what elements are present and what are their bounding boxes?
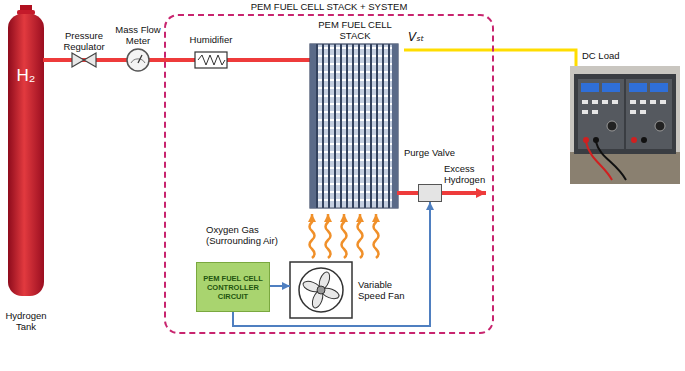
control-signal <box>270 285 290 287</box>
variable-speed-fan: Variable Speed Fan <box>290 262 408 318</box>
flow-meter-symbol <box>114 49 162 71</box>
humidifier: Humidifier <box>184 34 238 70</box>
fuel-cell-stack-text: PEM FUEL CELL STACK <box>306 19 404 41</box>
label-box: Excess Hydrogen <box>444 163 490 185</box>
hydrogen-tank: H₂ Hydrogen Tank <box>3 6 49 332</box>
fuel-cell-stack: PEM FUEL CELL STACK <box>306 16 404 210</box>
fan-symbol <box>290 262 352 318</box>
valve-symbol <box>58 53 110 67</box>
hydrogen-pipe <box>110 58 114 62</box>
label-box: Oxygen Gas (Surrounding Air) <box>206 224 302 246</box>
system-region-text: PEM FUEL CELL STACK + SYSTEM <box>166 1 492 12</box>
label-box: Vₛₜ <box>408 30 442 44</box>
power-wire <box>404 50 576 66</box>
mass-flow-meter: Mass Flow Meter <box>114 24 162 74</box>
purge-valve: Purge Valve <box>418 184 442 202</box>
controller-circuit: PEM FUEL CELL CONTROLLER CIRCUIT <box>196 262 270 312</box>
hydrogen-pipe <box>404 191 418 195</box>
pressure-regulator: Pressure Regulator <box>58 30 110 68</box>
hydrogen-pipe <box>238 58 306 62</box>
voltage-symbol: Vₛₜ <box>408 30 442 44</box>
humidifier-text: Humidifier <box>190 34 233 45</box>
hydrogen-tank-text: H₂ <box>17 66 36 86</box>
dc-load-photo <box>570 66 680 184</box>
hydrogen-tank-text: Hydrogen Tank <box>3 310 49 332</box>
mass-flow-meter-text: Mass Flow Meter <box>114 24 162 46</box>
air-flow-arrows <box>310 214 379 258</box>
hydrogen-tank-drawing <box>8 5 49 296</box>
outlet-arrow <box>442 191 486 195</box>
variable-speed-fan-text: Variable Speed Fan <box>358 279 408 301</box>
oxygen-gas-label: Oxygen Gas (Surrounding Air) <box>206 224 302 246</box>
pressure-regulator-text: Pressure Regulator <box>58 30 110 52</box>
hydrogen-pipe <box>49 58 58 62</box>
humidifier-symbol <box>184 52 238 68</box>
dc-load: DC Load <box>570 66 680 184</box>
dc-load-text: DC Load <box>582 50 680 61</box>
controller-circuit-text: PEM FUEL CELL CONTROLLER CIRCUIT <box>200 274 266 301</box>
fuel-cell-stack-drawing <box>306 44 404 208</box>
excess-hydrogen-label: Excess Hydrogen <box>444 163 490 185</box>
purge-valve-text: Purge Valve <box>395 147 465 158</box>
